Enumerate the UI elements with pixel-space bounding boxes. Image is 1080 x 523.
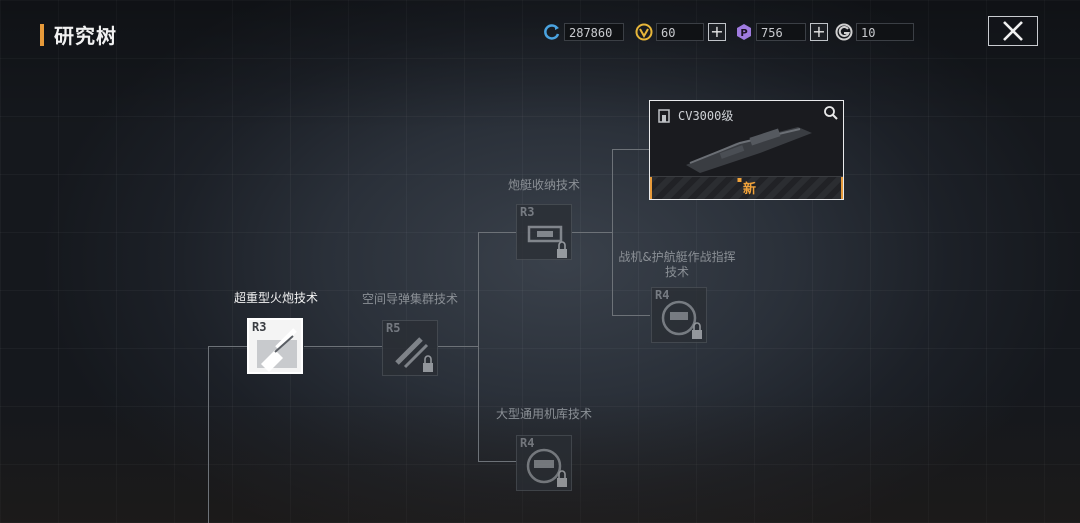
rank-label: R4 <box>520 436 535 450</box>
ship-card[interactable]: CV3000级 新 <box>649 100 844 200</box>
connector-line <box>612 315 650 316</box>
ship-card-header: CV3000级 <box>658 107 733 124</box>
title-accent <box>40 23 44 46</box>
tech-node-space-missile-cluster[interactable]: R5 <box>382 320 438 376</box>
ship-icon <box>686 127 812 173</box>
connector-line <box>572 232 612 233</box>
currency-credits: 287860 <box>542 22 624 42</box>
g-coin-icon <box>834 22 854 42</box>
ship-card-accent <box>841 177 843 199</box>
currency-energy: 10 <box>834 22 914 42</box>
tech-label-space-missile-cluster: 空间导弹集群技术 <box>361 292 458 306</box>
rank-label: R4 <box>655 288 670 302</box>
magnifier-icon[interactable] <box>823 105 839 121</box>
rank-label: R3 <box>252 320 267 334</box>
connector-line <box>304 346 382 347</box>
connector-line <box>208 346 209 523</box>
currency-value: 287860 <box>564 23 624 41</box>
tech-label-large-hangar: 大型通用机库技术 <box>495 407 592 421</box>
hex-p-icon: P <box>734 22 754 42</box>
page-title: 研究树 <box>54 24 117 48</box>
add-gold-button[interactable]: + <box>708 23 726 41</box>
storage-icon <box>527 225 567 258</box>
new-badge: 新 <box>737 178 756 197</box>
currency-value: 10 <box>856 23 914 41</box>
v-coin-icon <box>634 22 654 42</box>
close-icon <box>1003 21 1023 41</box>
ship-name: CV3000级 <box>678 109 734 123</box>
currency-gold: 60 + <box>634 22 726 42</box>
svg-text:P: P <box>740 28 747 39</box>
command-icon <box>661 300 702 339</box>
hangar-icon <box>526 448 567 487</box>
title-bar: 研究树 <box>40 20 117 49</box>
missile-icon <box>395 337 433 372</box>
currency-value: 60 <box>656 23 704 41</box>
cannon-icon <box>257 328 297 372</box>
connector-line <box>612 149 613 315</box>
tech-label-gunboat-storage: 炮艇收纳技术 <box>507 178 580 192</box>
tech-node-gunboat-storage[interactable]: R3 <box>516 204 572 260</box>
rank-label: R3 <box>520 205 535 219</box>
connector-line <box>478 461 516 462</box>
tech-node-super-heavy-cannon[interactable]: R3 <box>247 318 303 374</box>
currency-premium: P 756 + <box>734 22 828 42</box>
close-button[interactable] <box>988 16 1038 46</box>
tech-node-large-hangar[interactable]: R4 <box>516 435 572 491</box>
connector-line <box>478 232 479 461</box>
ship-card-accent <box>650 177 652 199</box>
connector-line <box>438 346 478 347</box>
cycle-coin-icon <box>542 22 562 42</box>
tech-label-fighter-escort-command: 战机&护航艇作战指挥技术 <box>618 250 736 279</box>
rank-label: R5 <box>386 321 401 335</box>
tech-node-fighter-escort-command[interactable]: R4 <box>651 287 707 343</box>
connector-line <box>208 346 248 347</box>
connector-line <box>612 149 649 150</box>
ship-class-icon <box>658 108 670 123</box>
tech-label-super-heavy-cannon: 超重型火炮技术 <box>233 291 318 305</box>
connector-line <box>478 232 516 233</box>
add-premium-button[interactable]: + <box>810 23 828 41</box>
currency-value: 756 <box>756 23 806 41</box>
